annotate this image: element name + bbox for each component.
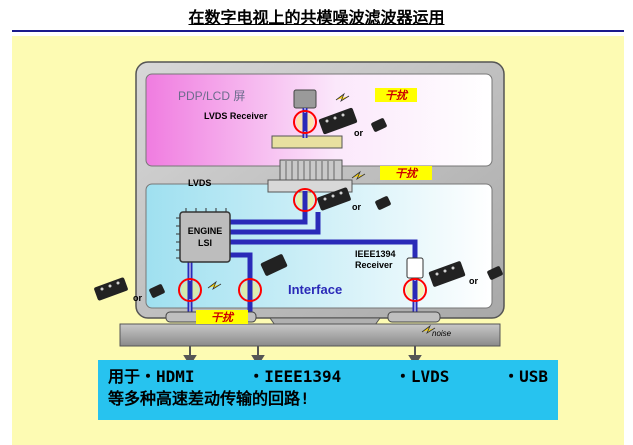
engine-lsi-chip: [179, 211, 231, 263]
noise-label: noise: [432, 329, 452, 338]
caption-box: 用于・HDMI ・IEEE1394 ・LVDS ・USB 等多种高速差动传输的回…: [98, 360, 558, 420]
ieee1394-chip: [406, 257, 424, 279]
base-board: [119, 323, 501, 347]
caption-item-usb: ・USB: [503, 367, 548, 386]
engine-label-2: LSI: [198, 238, 212, 248]
interference-tag-2: [380, 166, 432, 180]
ieee1394-label-1: IEEE1394: [355, 249, 396, 259]
engine-label-1: ENGINE: [188, 226, 223, 236]
interference-tag-3: [196, 310, 248, 324]
caption-line-2: 等多种高速差动传输的回路!: [108, 389, 310, 408]
caption-line-1: 用于・HDMI ・IEEE1394 ・LVDS ・USB: [108, 366, 548, 388]
or-label-4: or: [469, 276, 478, 286]
lvds-connector-top: [279, 159, 343, 183]
lvds-receiver-chip: [293, 89, 317, 109]
display-label: PDP/LCD 屏: [178, 89, 245, 103]
caption-item-lvds: ・LVDS: [394, 367, 450, 386]
interface-label: Interface: [288, 282, 342, 297]
lvds-connector-body: [267, 179, 353, 193]
filter-burst: [178, 110, 427, 302]
or-label-3: or: [133, 293, 142, 303]
or-label-1: or: [354, 128, 363, 138]
lvds-label: LVDS: [188, 178, 211, 188]
caption-item-hdmi: 用于・HDMI: [108, 367, 195, 386]
lvds-connector-ribs: [285, 161, 335, 181]
title-underline: [12, 30, 624, 32]
or-label-2: or: [352, 202, 361, 212]
display-screen: [145, 73, 493, 167]
caption-item-ieee1394: ・IEEE1394: [248, 367, 342, 386]
interference-label-2: 干扰: [395, 167, 419, 180]
interference-label-3: 干扰: [211, 311, 235, 324]
lvds-receiver-label: LVDS Receiver: [204, 111, 268, 121]
noise-bolt-icon: [207, 92, 436, 335]
interference-tag-1: [375, 88, 417, 102]
ieee1394-label-2: Receiver: [355, 260, 393, 270]
filter-component-single: [149, 118, 503, 298]
interference-label-1: 干扰: [385, 89, 409, 102]
port-right: [387, 311, 441, 323]
page-title: 在数字电视上的共模噪波滤波器运用: [188, 8, 445, 27]
